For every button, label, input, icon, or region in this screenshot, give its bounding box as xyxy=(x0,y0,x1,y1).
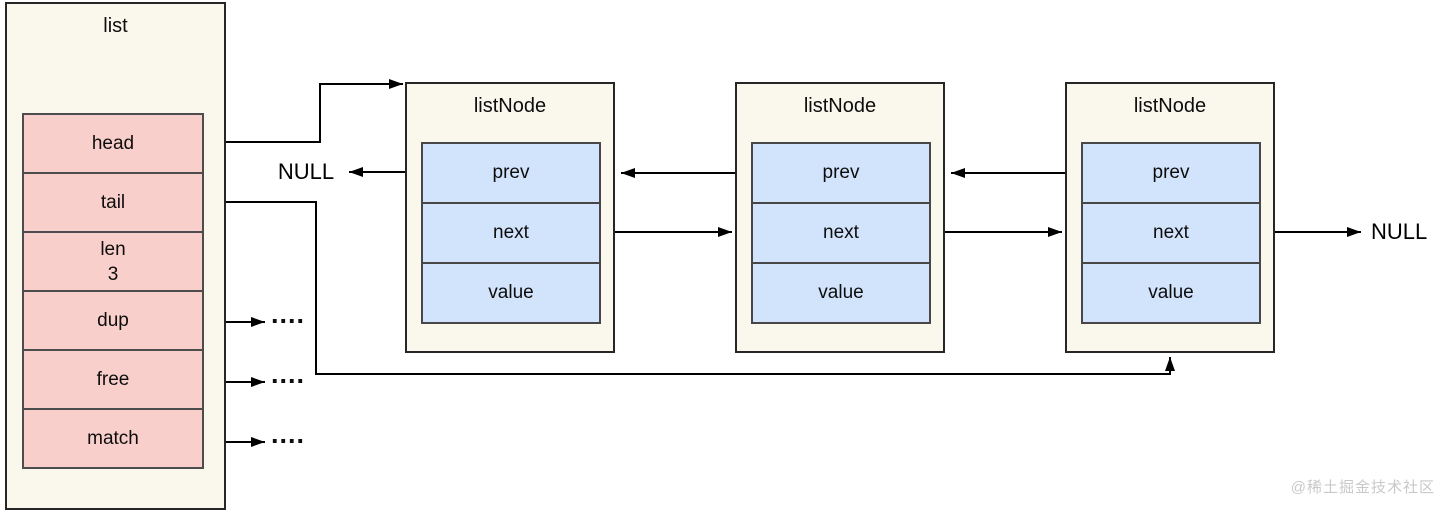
list-field-dup: dup xyxy=(22,290,204,351)
listnode-2-cell-value: value xyxy=(751,262,931,324)
null-label-left: NULL xyxy=(277,159,335,184)
listnode-2-cells: prev next value xyxy=(751,142,931,324)
dup-pointer-dots: .... xyxy=(271,299,306,329)
listnode-3-cell-value: value xyxy=(1081,262,1261,324)
list-field-tail-label: tail xyxy=(100,192,126,213)
watermark: @稀土掘金技术社区 xyxy=(1290,479,1435,496)
listnode-2-cell-prev: prev xyxy=(751,142,931,204)
list-field-free: free xyxy=(22,349,204,410)
listnode-2-title: listNode xyxy=(803,95,877,117)
list-field-head-label: head xyxy=(91,133,135,154)
arrow-head-to-node1 xyxy=(204,79,403,143)
listnode-3-box: listNode prev next value xyxy=(1065,82,1275,353)
listnode-1-box: listNode prev next value xyxy=(405,82,615,353)
listnode-1-cells: prev next value xyxy=(421,142,601,324)
list-fields: head tail len 3 dup free match xyxy=(22,113,204,469)
list-struct-box: list head tail len 3 dup free match xyxy=(5,2,226,510)
listnode-2-cell-next: next xyxy=(751,202,931,264)
list-field-len-value: 3 xyxy=(107,263,119,285)
listnode-1-cell-prev: prev xyxy=(421,142,601,204)
list-field-dup-label: dup xyxy=(97,310,129,331)
free-pointer-dots: .... xyxy=(271,359,306,389)
null-label-right: NULL xyxy=(1371,219,1428,244)
listnode-1-cell-value: value xyxy=(421,262,601,324)
list-field-tail: tail xyxy=(22,172,204,233)
match-pointer-dots: .... xyxy=(271,419,306,449)
arrow-tail-to-node3 xyxy=(204,201,1175,375)
list-field-len-label: len xyxy=(100,238,126,260)
list-title: list xyxy=(103,15,128,37)
listnode-3-cell-prev: prev xyxy=(1081,142,1261,204)
listnode-3-cell-next: next xyxy=(1081,202,1261,264)
list-field-len: len 3 xyxy=(22,231,204,292)
listnode-1-cell-next: next xyxy=(421,202,601,264)
list-field-match: match xyxy=(22,408,204,469)
list-field-free-label: free xyxy=(96,369,130,390)
list-field-match-label: match xyxy=(87,428,139,449)
listnode-1-title: listNode xyxy=(473,95,547,117)
listnode-3-title: listNode xyxy=(1133,95,1207,117)
list-field-head: head xyxy=(22,113,204,174)
listnode-2-box: listNode prev next value xyxy=(735,82,945,353)
listnode-3-cells: prev next value xyxy=(1081,142,1261,324)
